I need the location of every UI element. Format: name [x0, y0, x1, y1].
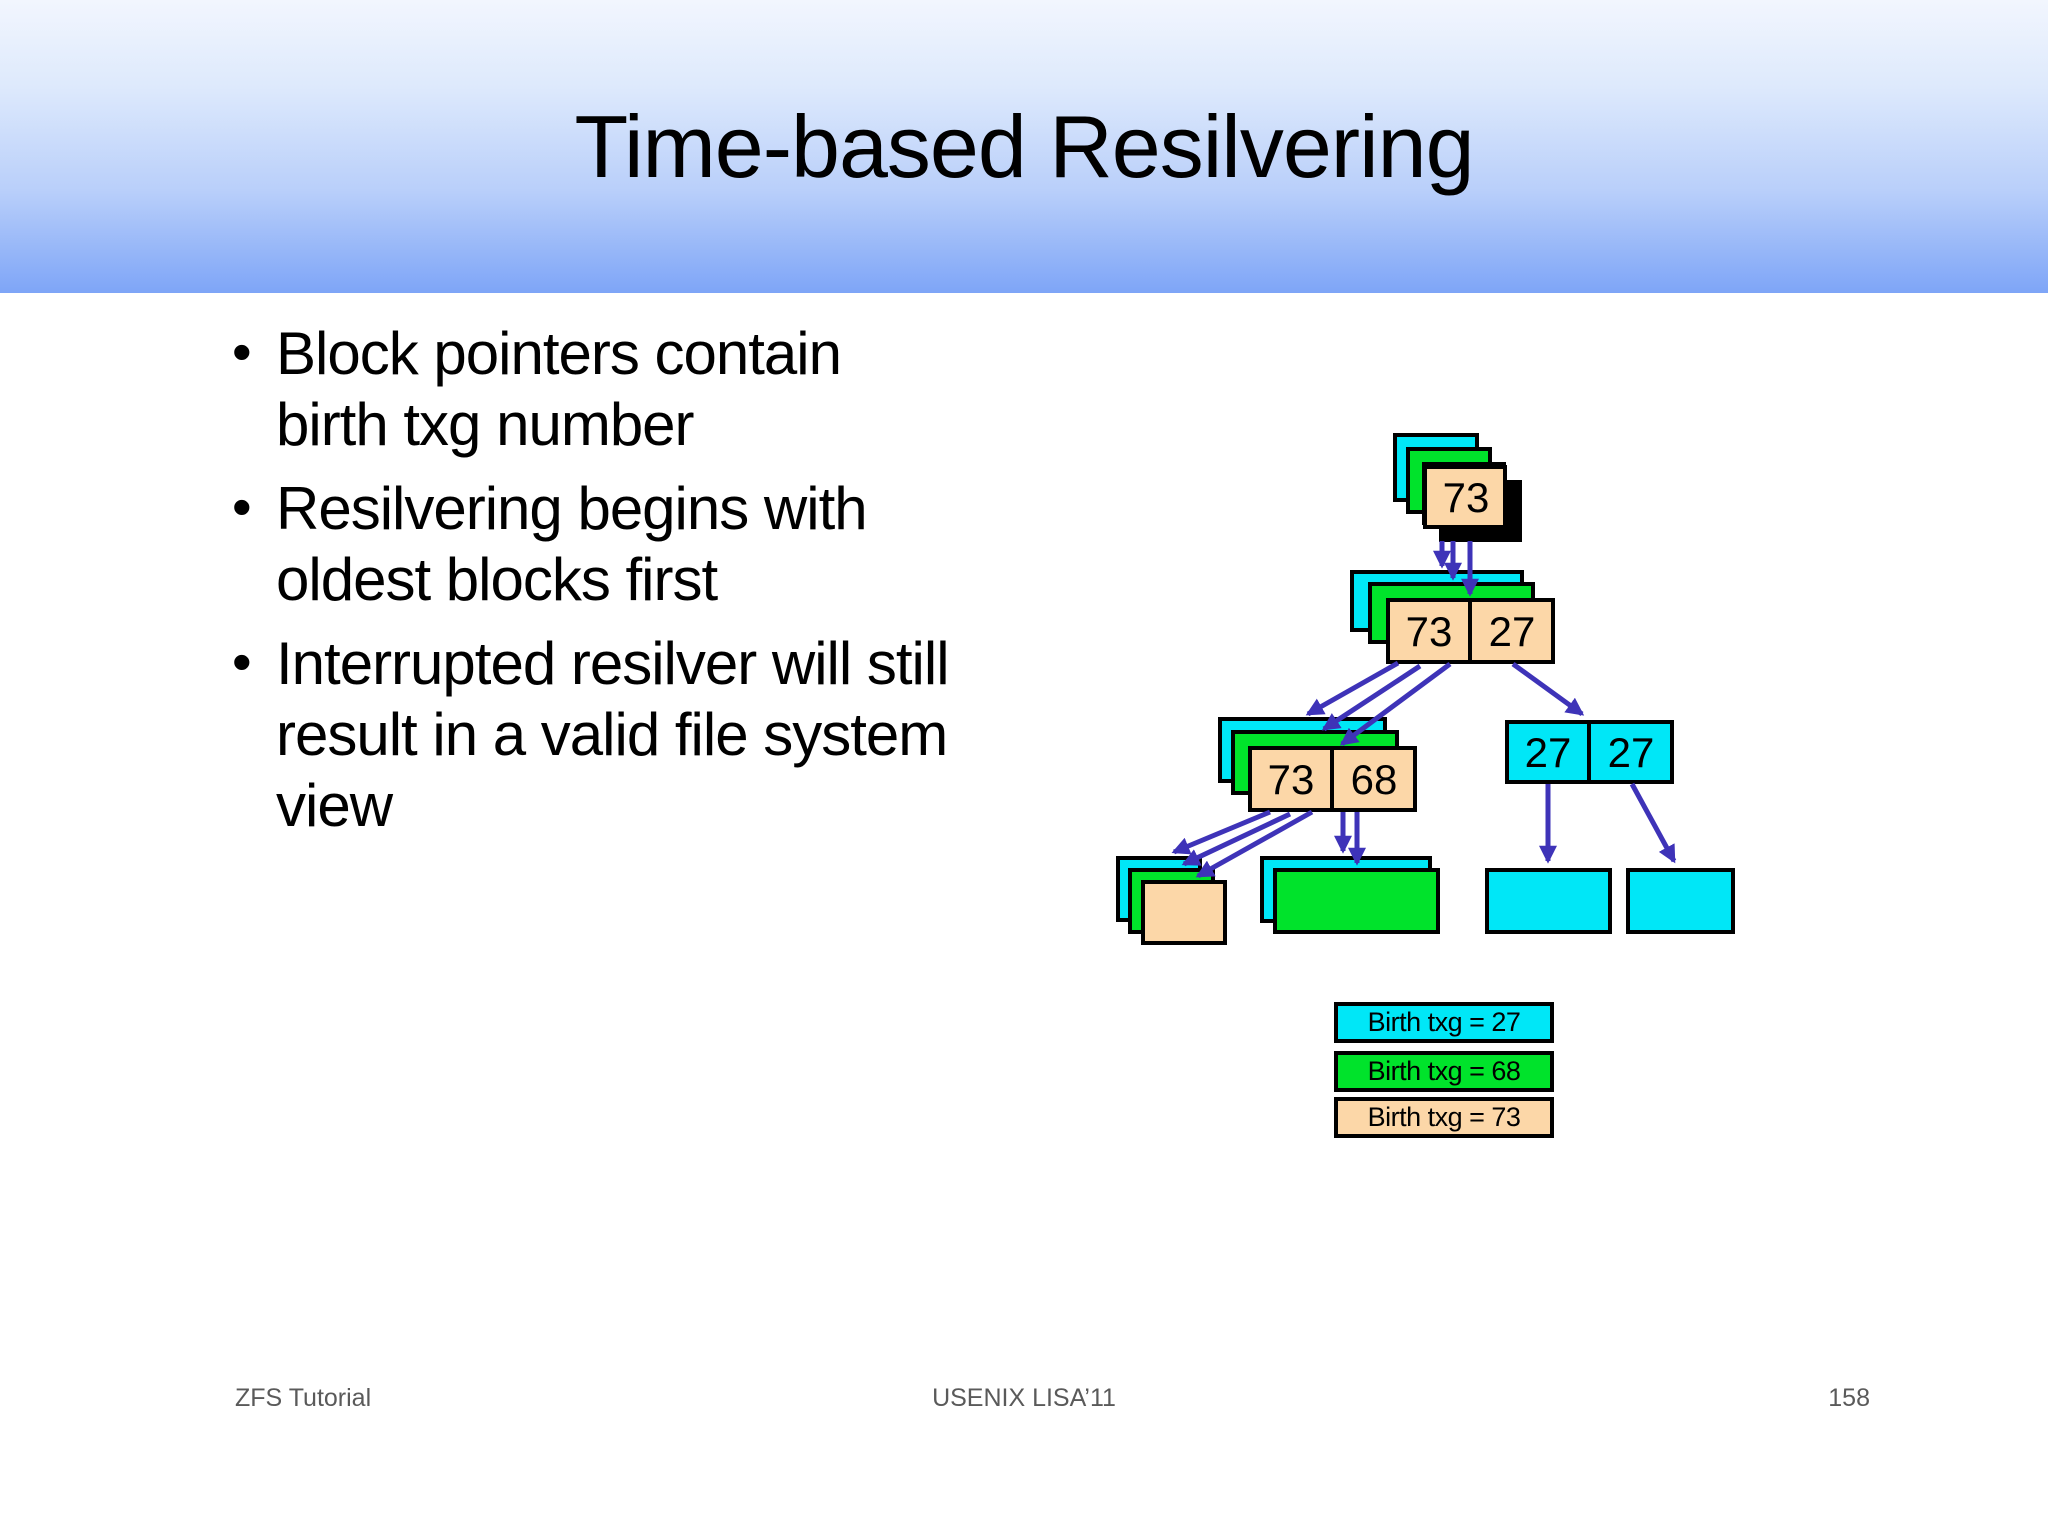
level3-left-cell-right [1330, 746, 1417, 812]
level2-node: 73 27 [1350, 570, 1555, 664]
arrow-l2-l3right [1511, 661, 1585, 717]
bullet-text: Interrupted resilver will still [276, 630, 950, 697]
slide-footer: ZFS Tutorial USENIX LISA’11 158 [0, 1384, 2048, 1424]
level3-right-cell-left [1505, 720, 1591, 784]
level3-right-label-b: 27 [1608, 729, 1655, 776]
leaf-cyan-block-right [1626, 868, 1735, 934]
arrow-l3-leaf1-cyan [1171, 809, 1271, 855]
bullet-list: Block pointers contain birth txg number … [232, 316, 1092, 854]
pointer-arrows [1171, 541, 1677, 879]
leaf-cyan-block-left [1485, 868, 1612, 934]
level3-right-cell-right [1587, 720, 1674, 784]
bullet-text: result in a valid file system [276, 701, 948, 768]
level3-left-cell-left [1248, 746, 1334, 812]
leaf-green-stack [1260, 856, 1440, 934]
arrow-l3-leaf1-green [1181, 811, 1292, 867]
legend-item-birth-txg-73: Birth txg = 73 [1334, 1097, 1554, 1138]
bullet-text: Block pointers contain [276, 320, 842, 387]
arrow-l2-l3left-cyan [1305, 660, 1400, 717]
bullet-text: Resilvering begins with [276, 475, 868, 542]
leaf1-peach-card [1141, 880, 1227, 945]
level3-left-label-b: 68 [1351, 756, 1398, 803]
bullet-item: Interrupted resilver will still result i… [232, 626, 1092, 841]
arrow-l3r-leaf4 [1629, 782, 1677, 864]
page-title: Time-based Resilvering [574, 97, 1474, 196]
level3-right-label-a: 27 [1525, 729, 1572, 776]
header-band [0, 0, 2048, 293]
legend-label: Birth txg = 68 [1367, 1056, 1521, 1086]
legend-item-birth-txg-68: Birth txg = 68 [1334, 1051, 1554, 1092]
root-node: 73 [1393, 433, 1522, 542]
level3-left-node: 73 68 [1218, 717, 1417, 812]
bullet-text: birth txg number [276, 391, 695, 458]
level3-right-node: 27 27 [1505, 720, 1674, 784]
bullet-item: Resilvering begins with oldest blocks fi… [232, 471, 1092, 615]
level2-cell-right [1468, 598, 1555, 664]
level2-left-label: 73 [1406, 608, 1453, 655]
footer-conference: USENIX LISA’11 [932, 1384, 1116, 1412]
footer-deck-title: ZFS Tutorial [235, 1384, 372, 1412]
bullet-text: view [276, 772, 393, 839]
level2-right-label: 27 [1489, 608, 1536, 655]
root-label: 73 [1443, 474, 1490, 521]
arrow-l2-l3left-green [1321, 663, 1422, 732]
arrow-l3-leaf1-peach [1195, 809, 1314, 879]
legend-label: Birth txg = 73 [1367, 1102, 1521, 1132]
leaf-peach-stack [1116, 856, 1227, 945]
legend-label: Birth txg = 27 [1367, 1007, 1521, 1037]
root-peach-card [1423, 465, 1507, 529]
legend-item-birth-txg-27: Birth txg = 27 [1334, 1002, 1554, 1043]
bullet-text: oldest blocks first [276, 546, 718, 613]
footer-page-number: 158 [1828, 1384, 1870, 1412]
level3-left-label-a: 73 [1268, 756, 1315, 803]
leaf2-green-card [1273, 868, 1440, 934]
bullet-item: Block pointers contain birth txg number [232, 316, 1092, 460]
arrow-l2-l3left-peach [1339, 661, 1452, 747]
